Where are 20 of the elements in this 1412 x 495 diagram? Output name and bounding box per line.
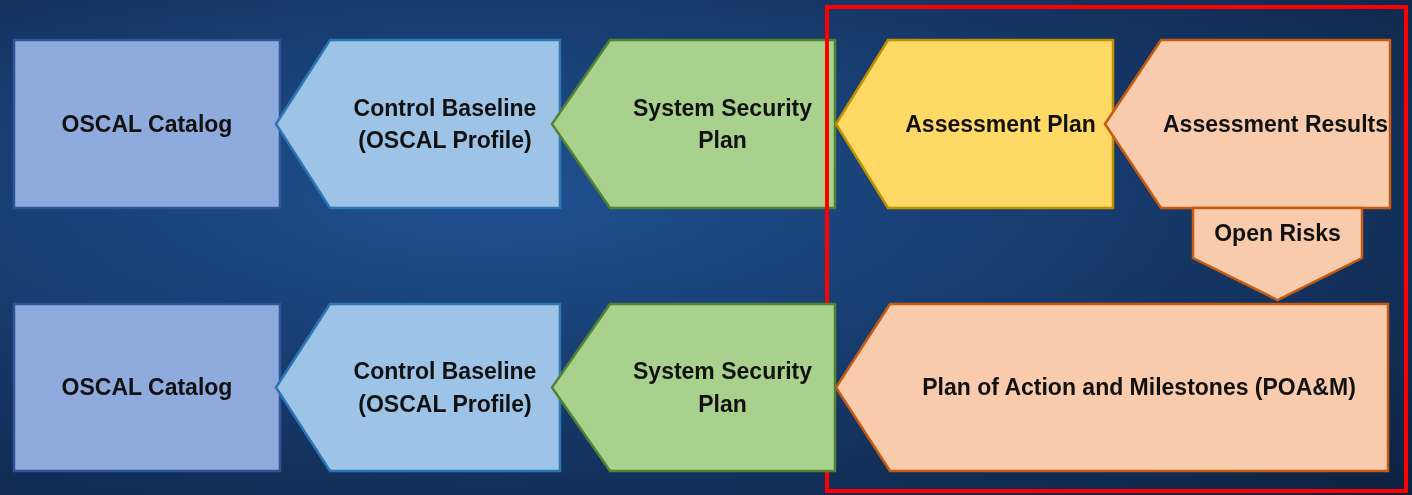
pentagon-box: [836, 40, 1113, 208]
highlight-frame: [825, 5, 1408, 493]
node-label: Control Baseline (OSCAL Profile): [352, 357, 538, 419]
node-label: Open Risks: [1214, 218, 1341, 248]
node-label: System Security Plan: [632, 357, 813, 419]
node-label: System Security Plan: [632, 93, 813, 155]
pentagon-box: [276, 304, 560, 471]
node-label: Assessment Results: [1163, 109, 1388, 139]
pentagon-tab: [1193, 208, 1362, 300]
rectangle-box: [14, 40, 280, 208]
node-label: OSCAL Catalog: [61, 109, 233, 139]
node-label: OSCAL Catalog: [61, 373, 233, 403]
pentagon-box: [836, 304, 1388, 471]
pentagon-box: [552, 304, 835, 471]
node-label: Control Baseline (OSCAL Profile): [352, 93, 538, 155]
node-label: Assessment Plan: [905, 109, 1096, 139]
pentagon-box: [552, 40, 835, 208]
rectangle-box: [14, 304, 280, 471]
node-label: Plan of Action and Milestones (POA&M): [922, 373, 1356, 403]
pentagon-box: [276, 40, 560, 208]
